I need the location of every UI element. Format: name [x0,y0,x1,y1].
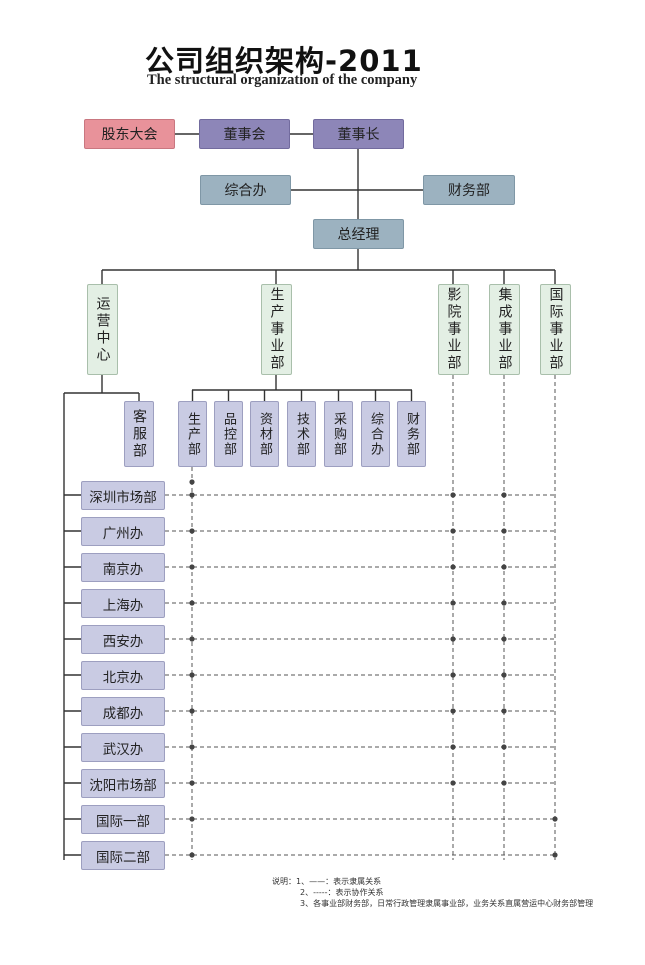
junction-dot [501,708,507,714]
page-subtitle: The structural organization of the compa… [147,72,418,88]
junction-dot [189,600,195,606]
note-line-1: 说明：1、——：表示隶属关系 [272,877,382,886]
office-box: 上海办 [81,589,165,618]
junction-dot [189,564,195,570]
division-international: 国际事业部 [540,284,571,375]
general-manager-box: 总经理 [313,219,404,249]
junction-dot [189,780,195,786]
junction-dot [450,636,456,642]
chairman-box: 董事长 [313,119,404,149]
page-title: 公司组织架构-2011 [145,44,423,78]
junction-dot [189,672,195,678]
office-box: 沈阳市场部 [81,769,165,798]
junction-dot [501,492,507,498]
office-box: 深圳市场部 [81,481,165,510]
junction-dot [501,528,507,534]
junction-dot [450,708,456,714]
office-box: 成都办 [81,697,165,726]
junction-dot [189,744,195,750]
junction-dot [552,852,558,858]
office-box: 国际一部 [81,805,165,834]
office-box: 广州办 [81,517,165,546]
junction-dot [501,636,507,642]
junction-dot [450,672,456,678]
production-subdept-box: 技术部 [287,401,316,467]
division-operations: 运营中心 [87,284,118,375]
junction-dot [189,636,195,642]
office-box: 国际二部 [81,841,165,870]
junction-dot [450,780,456,786]
division-integration: 集成事业部 [489,284,520,375]
production-subdept-box: 采购部 [324,401,353,467]
junction-dot [450,564,456,570]
office-box: 北京办 [81,661,165,690]
production-subdept-box: 综合办 [361,401,390,467]
junction-dot [501,600,507,606]
junction-dot [501,564,507,570]
note-line-3: 3、各事业部财务部，日常行政管理隶属事业部，业务关系直属营运中心财务部管理 [300,899,594,908]
junction-dot [450,600,456,606]
customer-service-box: 客服部 [124,401,154,467]
production-subdept-box: 资材部 [250,401,279,467]
office-box: 西安办 [81,625,165,654]
legend-notes: 说明：1、——：表示隶属关系 2、-----：表示协作关系 3、各事业部财务部，… [272,876,593,909]
junction-dot [501,744,507,750]
junction-dot [501,780,507,786]
division-film: 影院事业部 [438,284,469,375]
production-subdept-box: 生产部 [178,401,207,467]
junction-dot [450,528,456,534]
junction-dot [189,708,195,714]
junction-dot [450,744,456,750]
production-subdept-box: 财务部 [397,401,426,467]
junction-dot [189,492,195,498]
office-box: 武汉办 [81,733,165,762]
finance-box: 财务部 [423,175,515,205]
junction-dot [552,816,558,822]
junction-dot [501,672,507,678]
general-office-box: 综合办 [200,175,291,205]
junction-dot [450,492,456,498]
junction-dot [189,852,195,858]
note-line-2: 2、-----：表示协作关系 [300,888,384,897]
junction-dot [189,479,195,485]
board-box: 董事会 [199,119,290,149]
shareholders-box: 股东大会 [84,119,175,149]
division-production: 生产事业部 [261,284,292,375]
production-subdept-box: 品控部 [214,401,243,467]
office-box: 南京办 [81,553,165,582]
junction-dot [189,528,195,534]
junction-dot [189,816,195,822]
